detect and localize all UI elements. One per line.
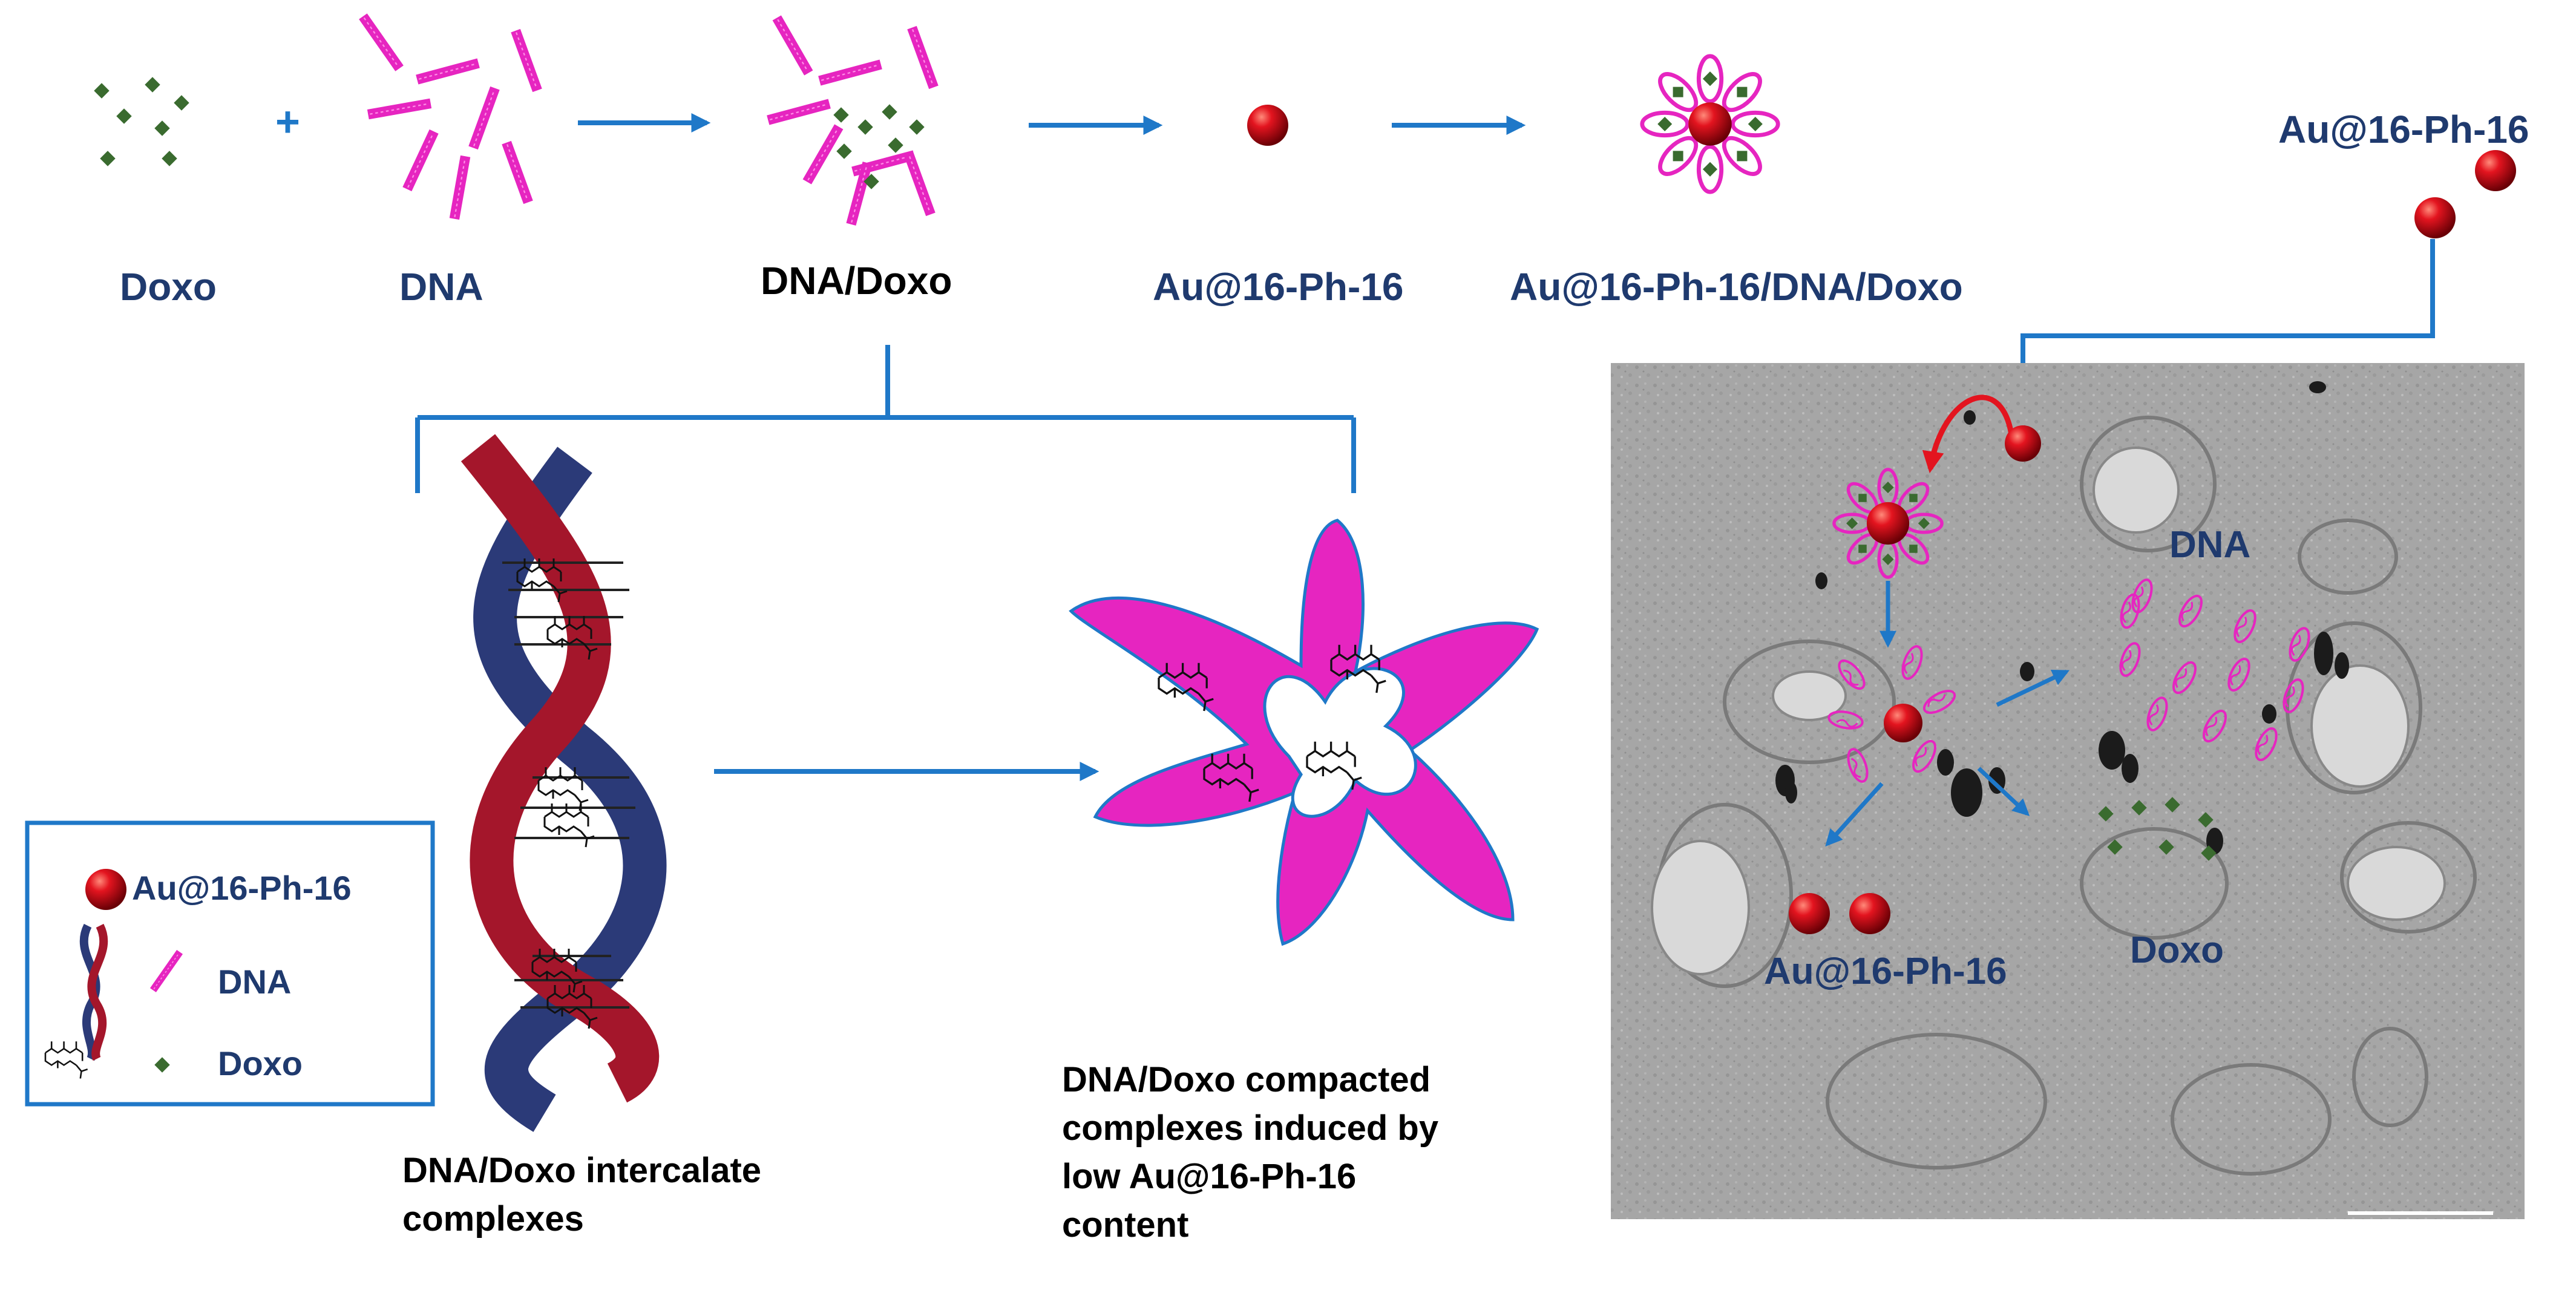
gold-nanoparticle-top [1247,105,1288,146]
caption-compacted-line-3: low Au@16-Ph-16 [1062,1157,1357,1196]
dna-doxo-mix [766,15,939,226]
em-label-au: Au@16-Ph-16 [1764,951,2007,992]
dna-sticks-top [358,13,543,221]
complex-flower-top [1642,56,1778,192]
caption-compacted-line-2: complexes induced by [1062,1108,1439,1148]
gold-nanoparticle-corner-1 [2475,150,2516,191]
caption-compacted-complexes: DNA/Doxo compacted complexes induced by … [1062,1056,1534,1249]
label-dna: DNA [399,265,483,309]
caption-compacted-line-1: DNA/Doxo compacted [1062,1060,1431,1099]
red-curved-arrow [1922,394,2015,474]
process-arrows-top [578,113,1526,135]
caption-intercalate-line-1: DNA/Doxo intercalate [402,1151,762,1190]
legend-label-dna: DNA [218,963,292,1001]
em-label-dna: DNA [2169,524,2251,566]
em-released-gold [1789,893,1890,934]
label-au-dna-doxo-complex: Au@16-Ph-16/DNA/Doxo [1510,265,1963,309]
label-au-nanoparticle: Au@16-Ph-16 [1153,265,1404,309]
em-complex-flower [1834,470,1942,577]
compacted-complex-star [1069,519,1539,946]
em-label-doxo: Doxo [2130,929,2224,971]
gold-nanoparticle-corner-2 [2414,197,2456,238]
label-doxo: Doxo [120,265,217,309]
legend-label-au: Au@16-Ph-16 [132,869,352,907]
em-gold-entering [2005,425,2041,462]
em-release-arrows [1825,669,2070,847]
electron-micrograph [1611,363,2525,1219]
bracket-connector [415,345,1356,493]
legend-label-doxo: Doxo [218,1044,303,1082]
legend-helix-icon [79,923,108,1061]
plus-sign: + [275,98,300,145]
caption-intercalate-complexes: DNA/Doxo intercalate complexes [402,1147,868,1243]
label-dna-doxo: DNA/Doxo [761,259,952,303]
caption-intercalate-line-2: complexes [402,1199,584,1239]
doxo-molecules-top [94,77,189,166]
legend-gold-icon [85,869,126,910]
dna-double-helix [460,434,667,1132]
caption-compacted-line-4: content [1062,1205,1189,1245]
label-au-corner: Au@16-Ph-16 [2278,108,2529,151]
em-releasing-complex [1826,643,1959,785]
